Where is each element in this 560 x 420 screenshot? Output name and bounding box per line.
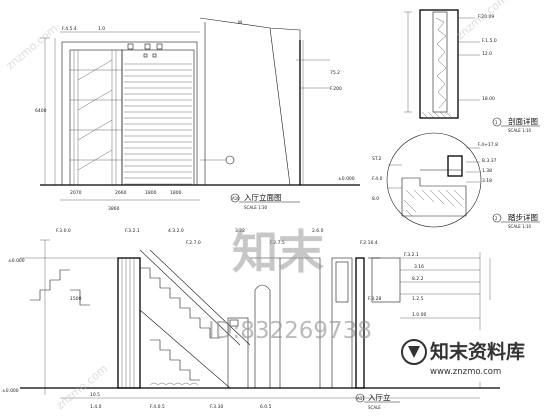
watermark-site: znzmo.com xyxy=(454,0,510,42)
section-detail: F.20.09 F.1.5.0 12.0 18.00 1 剖面详图 SCALE … xyxy=(404,9,540,133)
scale-step-detail: SCALE 1:10 xyxy=(508,224,532,229)
step-label: F.4.0 xyxy=(372,176,383,182)
dim-label: F.3.28 xyxy=(368,296,381,302)
watermark-site: znzmo.com xyxy=(4,22,60,72)
dim-label: 1.0 xyxy=(98,26,105,32)
step-label: B.3.37 xyxy=(482,158,497,164)
detail-label: F.20.09 xyxy=(478,14,494,20)
step-label: F.4+17.8 xyxy=(478,142,498,148)
step-label: ST.2 xyxy=(372,156,382,162)
title-section-detail: 剖面详图 xyxy=(508,116,538,126)
dim-label: F.2.7.5 xyxy=(270,240,285,246)
dim-label: 3.22 xyxy=(235,228,245,234)
dim-label: 3.16 xyxy=(414,264,424,270)
title-step-detail: 踏步详图 xyxy=(508,212,538,222)
marker-a11: A11 xyxy=(357,396,365,401)
title-bottom: 入厅立 xyxy=(368,392,391,402)
dim-label: M xyxy=(238,20,242,26)
step-label: 1.38 xyxy=(482,168,492,174)
dim-label: 4.3.2.0 xyxy=(168,228,184,234)
step-detail: F.4+17.8 B.3.37 1.38 3.18 ST.2 F.4.0 8.0… xyxy=(372,132,540,229)
dim-label: 10.5 xyxy=(90,392,100,398)
dim-label: F.200 xyxy=(330,86,342,92)
detail-label: 18.00 xyxy=(482,96,495,102)
elevation-top-left: A10 入厅立面图 SCALE 1:30 F.4.5.4 1.0 M 75.2 … xyxy=(35,17,360,212)
dim-label: F.4.5.4 xyxy=(62,26,77,32)
step-label: 3.18 xyxy=(482,178,492,184)
dim-label: 2070 xyxy=(70,190,82,196)
elevation-bottom: A11 入厅立 SCALE F.3.0.0 ±0.000 1500 F.3.2.… xyxy=(2,228,500,410)
dim-label: 2.6.0 xyxy=(312,228,324,234)
watermark-main: 知末 xyxy=(232,225,324,279)
logo: 知末资料库 www.znzmo.com xyxy=(398,330,548,382)
dim-label: F.2.7.0 xyxy=(186,240,201,246)
dim-label: ±0.000 xyxy=(2,388,19,394)
marker-2: 2 xyxy=(495,216,498,221)
dim-label: 1800 xyxy=(145,190,157,196)
title-top-left: 入厅立面图 xyxy=(244,192,282,202)
scale-bottom: SCALE xyxy=(368,405,381,410)
dim-label: 1800 xyxy=(170,190,182,196)
watermark-site: znzmo.com xyxy=(54,362,110,412)
dim-label: 1.2.5 xyxy=(412,296,424,302)
detail-label: F.1.5.0 xyxy=(482,38,497,44)
detail-label: 12.0 xyxy=(482,51,492,57)
dim-label: 75.2 xyxy=(330,70,340,76)
dim-label: 3860 xyxy=(108,206,120,212)
dim-label: F.4.0.5 xyxy=(150,404,165,410)
scale-top-left: SCALE 1:30 xyxy=(244,205,268,210)
dim-label: ±0.000 xyxy=(8,258,25,264)
dim-label: 1500 xyxy=(70,296,82,302)
dim-label: 6.0.5 xyxy=(260,404,272,410)
dim-label: 2660 xyxy=(115,190,127,196)
marker-1: 1 xyxy=(495,120,498,125)
dim-label: F.2.16.4 xyxy=(360,240,378,246)
watermark-id: ID:832269738 xyxy=(208,318,372,344)
scale-section-detail: SCALE 1:10 xyxy=(508,128,532,133)
dim-label: F.3.0.0 xyxy=(56,228,71,234)
logo-text: 知末资料库 xyxy=(430,340,525,363)
dim-label: 1.0.00 xyxy=(412,312,426,318)
logo-url: www.znzmo.com xyxy=(430,367,501,377)
step-label: 8.0 xyxy=(372,196,379,202)
dim-label: 1.4.0 xyxy=(90,404,102,410)
marker-a10: A10 xyxy=(232,196,240,201)
dim-label: F.3.2.1 xyxy=(404,252,419,258)
dim-label: F.3.30 xyxy=(210,404,223,410)
dim-label: 6400 xyxy=(35,108,47,114)
dim-label: F.3.2.1 xyxy=(125,228,140,234)
dim-label: 8.2.2 xyxy=(412,276,424,282)
dim-label: ±0.000 xyxy=(338,176,355,182)
